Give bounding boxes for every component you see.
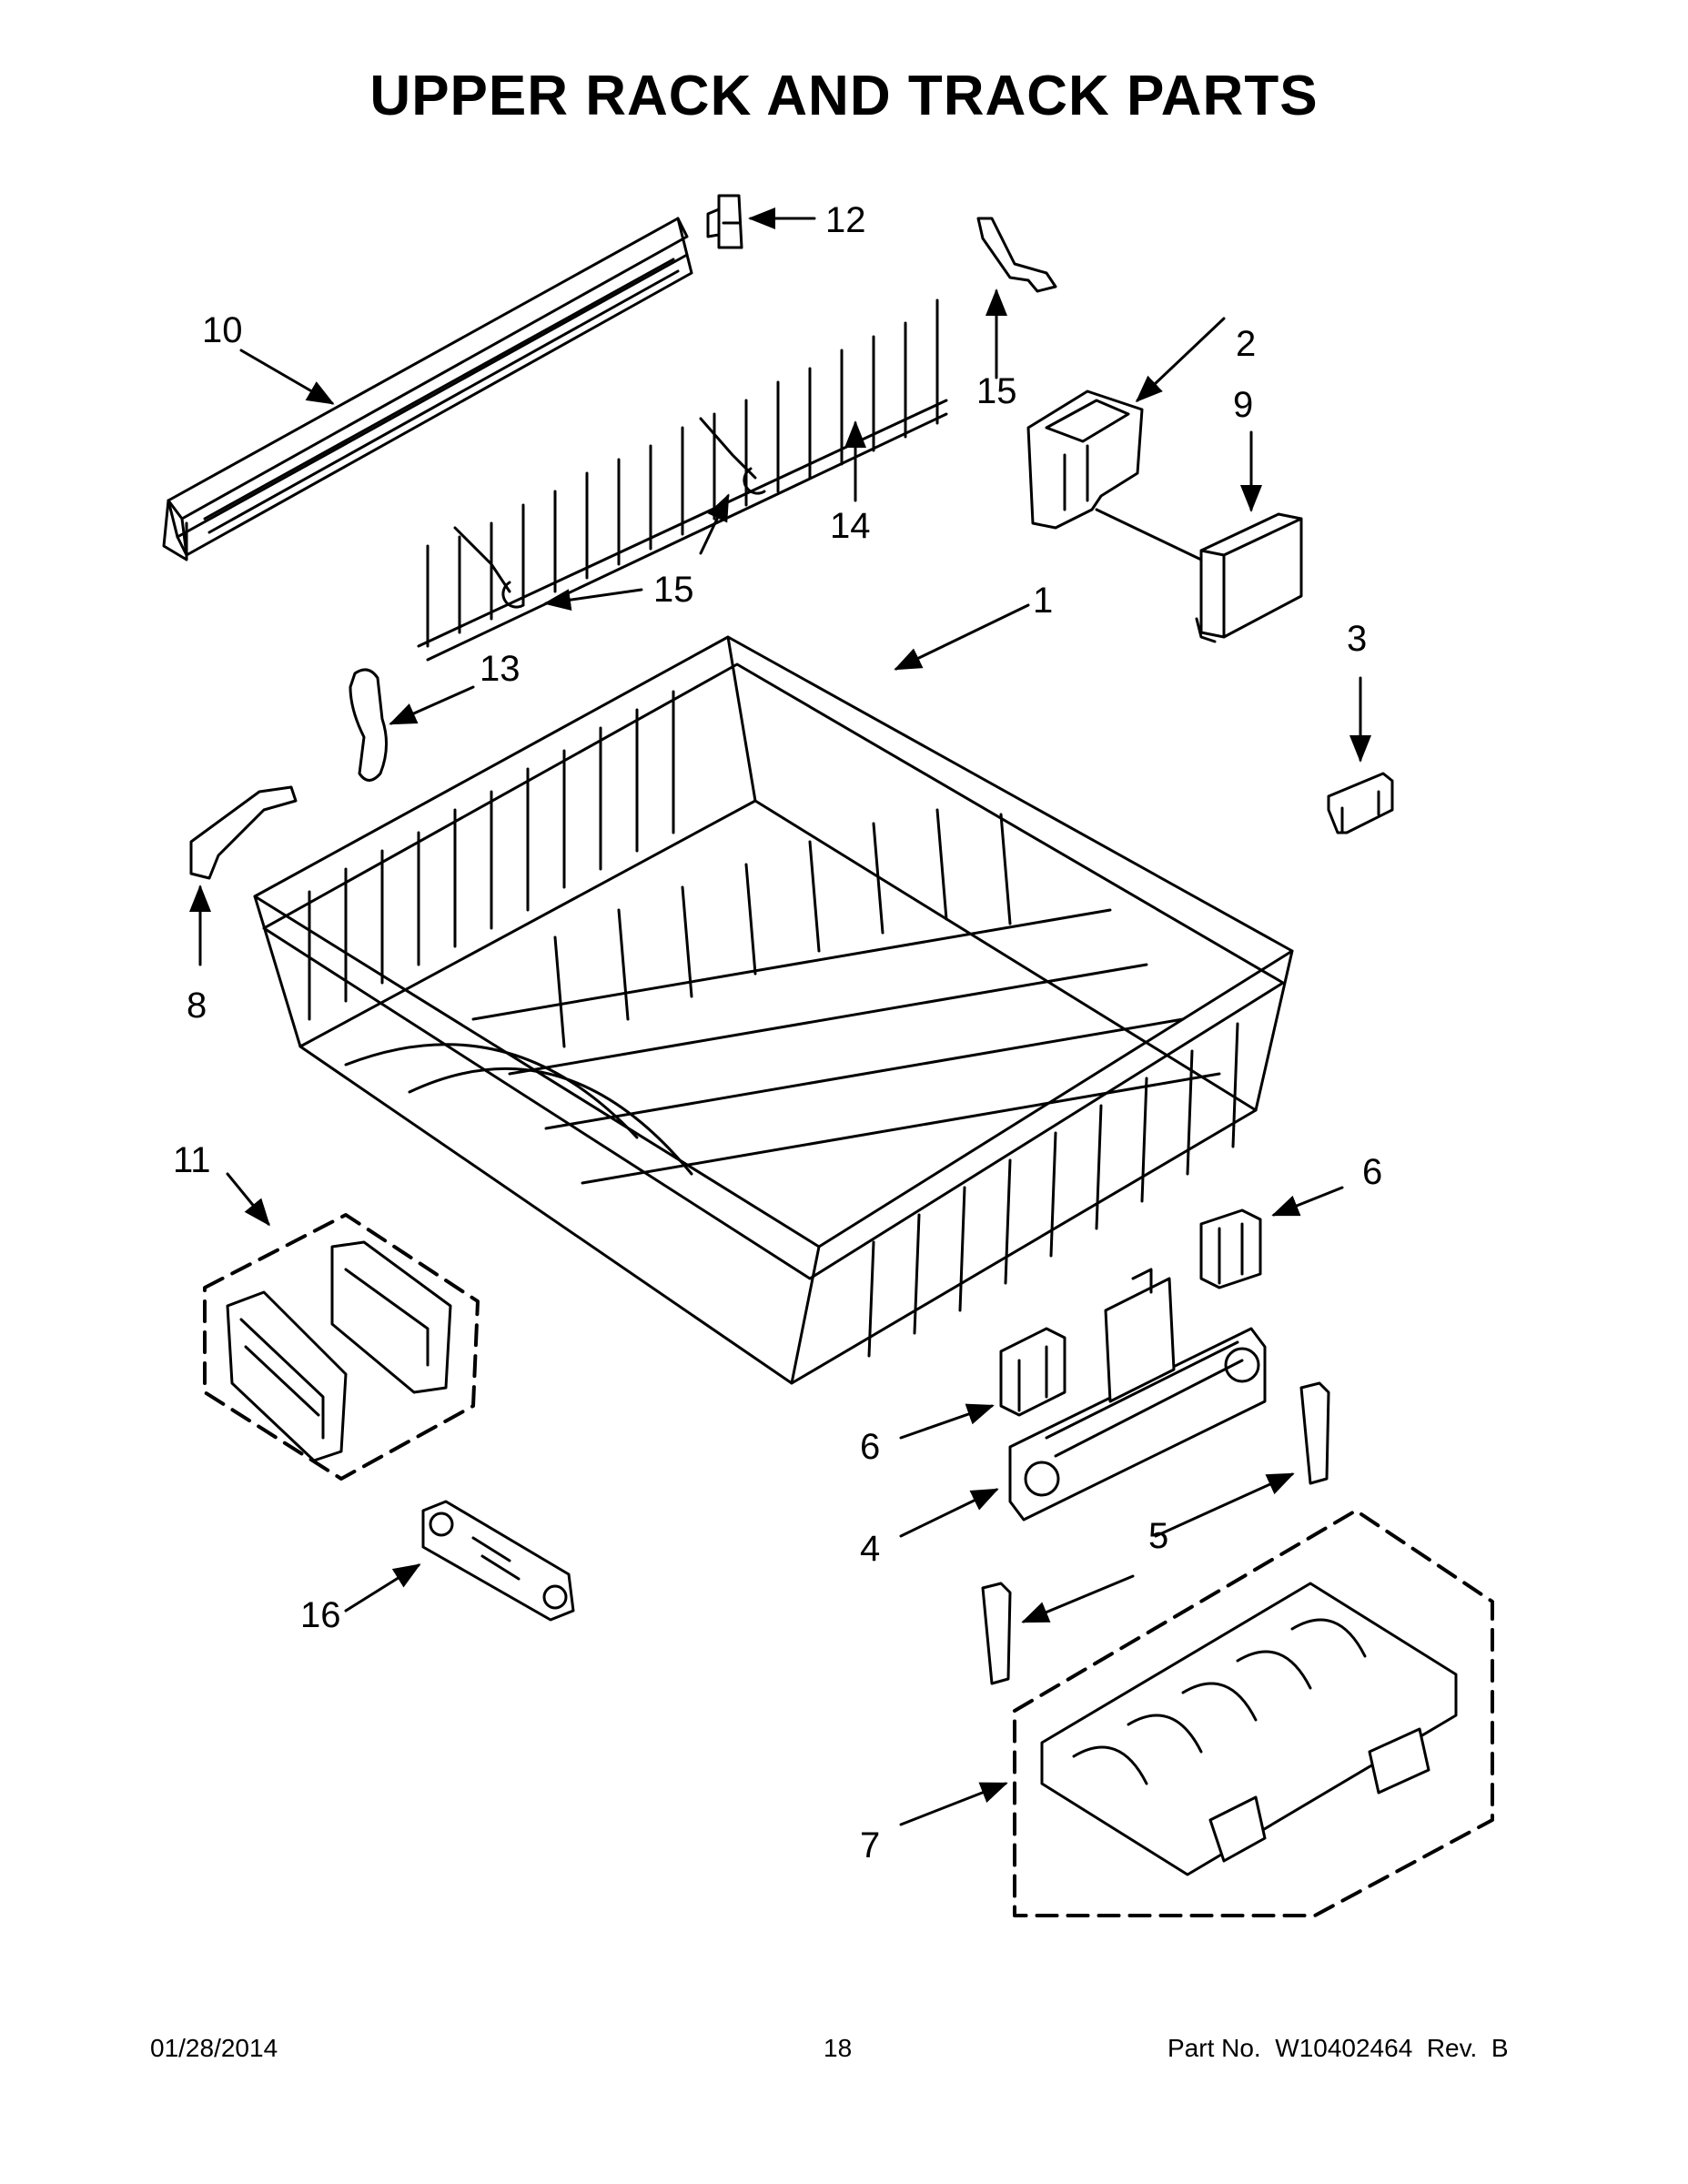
callout-9: 9 [1233, 385, 1254, 425]
callout-12: 12 [825, 200, 866, 240]
hook-part [349, 668, 388, 782]
leader-arrows [189, 207, 1371, 1826]
guide-part-left [981, 1582, 1012, 1685]
callout-6-upper: 6 [1362, 1152, 1383, 1192]
upper-rack-part [253, 635, 1294, 1385]
bracket-part-upper [976, 217, 1057, 293]
adjuster-housing-part [1026, 389, 1144, 530]
kit-group-7 [1013, 1509, 1494, 1917]
footer-page-number: 18 [824, 2034, 853, 2062]
track-rail-part [162, 217, 693, 561]
clip-part [706, 194, 743, 249]
footer-part-number: Part No. W10402464 Rev. B [1167, 2034, 1509, 2062]
callout-14: 14 [830, 506, 871, 546]
callout-2: 2 [1236, 324, 1257, 364]
footer-date: 01/28/2014 [150, 2034, 278, 2062]
kit-group-11 [203, 1213, 480, 1481]
callout-11: 11 [173, 1140, 211, 1180]
callout-15-lower: 15 [653, 570, 694, 610]
clip-part-6-lower [999, 1327, 1066, 1417]
page-title: UPPER RACK AND TRACK PARTS [369, 65, 1319, 127]
track-adjuster-part [1008, 1268, 1267, 1522]
callout-16: 16 [300, 1595, 341, 1635]
callout-10: 10 [202, 310, 243, 350]
callout-1: 1 [1033, 581, 1054, 621]
cap-part [1327, 772, 1394, 834]
arm-clip-part [189, 785, 298, 880]
guide-part-right [1299, 1381, 1330, 1485]
callout-8: 8 [187, 986, 207, 1026]
callout-4: 4 [860, 1529, 881, 1569]
callout-7: 7 [860, 1825, 881, 1866]
clip-part-6-upper [1199, 1208, 1262, 1289]
cover-part [1095, 508, 1303, 643]
callout-6-lower: 6 [860, 1427, 881, 1467]
callout-5: 5 [1148, 1516, 1169, 1556]
callout-13: 13 [480, 649, 521, 689]
callout-3: 3 [1347, 619, 1368, 659]
tine-row-part [417, 298, 948, 662]
callout-15-upper: 15 [976, 371, 1017, 411]
wheel-bracket-part [421, 1500, 575, 1622]
